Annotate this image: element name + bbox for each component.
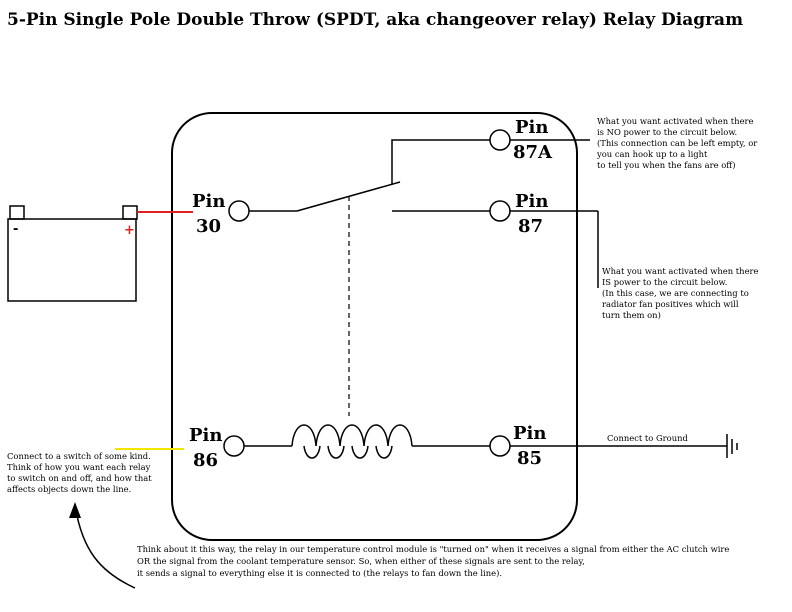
pin-86-label: Pin bbox=[189, 425, 222, 446]
pin-87a-terminal bbox=[489, 129, 511, 151]
note-bottom-line: it sends a signal to everything else it … bbox=[137, 568, 502, 578]
note-bottom-line: OR the signal from the coolant temperatu… bbox=[137, 556, 585, 566]
relay-coil bbox=[244, 424, 490, 459]
note-pin-86-line: Think of how you want each relay bbox=[7, 462, 151, 472]
note-pin-87: What you want activated when there IS po… bbox=[602, 266, 761, 320]
battery-plus-sign: + bbox=[124, 223, 135, 238]
pin-87a-number: 87A bbox=[513, 142, 553, 163]
pin-86-number: 86 bbox=[193, 450, 218, 471]
note-pin-85: Connect to Ground bbox=[607, 433, 689, 443]
note-pin-86-line: to switch on and off, and how that bbox=[7, 473, 152, 483]
pin-87-terminal bbox=[489, 200, 511, 222]
pin-87a-label: Pin bbox=[515, 117, 548, 138]
note-pin-87a: What you want activated when there is NO… bbox=[596, 116, 760, 170]
note-bottom: Think about it this way, the relay in ou… bbox=[137, 544, 732, 578]
pin-85-terminal bbox=[489, 435, 511, 457]
switch bbox=[249, 139, 490, 416]
pin-30-terminal bbox=[228, 200, 250, 222]
note-pin-87a-line: is NO power to the circuit below. bbox=[597, 127, 737, 137]
coil-winding-back bbox=[303, 445, 393, 459]
ground-icon bbox=[726, 434, 738, 458]
note-pin-87a-line: to tell you when the fans are off) bbox=[597, 160, 736, 170]
note-pin-87a-line: What you want activated when there bbox=[597, 116, 754, 126]
battery-negative-terminal bbox=[9, 205, 25, 220]
pin-30-number: 30 bbox=[196, 216, 221, 237]
pin-87-label: Pin bbox=[515, 191, 548, 212]
note-pin-87-line: IS power to the circuit below. bbox=[602, 277, 727, 287]
note-pin-87-line: radiator fan positives which will bbox=[602, 299, 739, 309]
note-pin-86-line: affects objects down the line. bbox=[7, 484, 131, 494]
pin-85-label: Pin bbox=[513, 423, 546, 444]
pin-86-terminal bbox=[223, 435, 245, 457]
note-pin-87-line: (In this case, we are connecting to bbox=[602, 288, 749, 298]
curved-arrow-icon bbox=[69, 502, 136, 589]
note-pin-86: Connect to a switch of some kind. Think … bbox=[7, 451, 154, 494]
note-pin-86-line: Connect to a switch of some kind. bbox=[7, 451, 151, 461]
battery-case bbox=[7, 218, 137, 302]
coil-winding bbox=[291, 424, 413, 447]
relay-body bbox=[171, 112, 578, 541]
diagram-title: 5-Pin Single Pole Double Throw (SPDT, ak… bbox=[7, 10, 743, 30]
pin-85-number: 85 bbox=[517, 448, 542, 469]
battery-minus-sign: - bbox=[13, 222, 18, 237]
battery-positive-terminal bbox=[122, 205, 138, 220]
battery: - + bbox=[7, 205, 138, 302]
note-bottom-line: Think about it this way, the relay in ou… bbox=[137, 544, 729, 554]
note-pin-87a-line: (This connection can be left empty, or bbox=[597, 138, 757, 148]
note-pin-87a-line: you can hook up to a light bbox=[596, 149, 708, 159]
pin-87-number: 87 bbox=[518, 216, 543, 237]
note-pin-87-line: turn them on) bbox=[602, 310, 661, 320]
note-pin-87-line: What you want activated when there bbox=[602, 266, 759, 276]
switch-87a-contact bbox=[391, 139, 490, 184]
pin-30-label: Pin bbox=[192, 191, 225, 212]
